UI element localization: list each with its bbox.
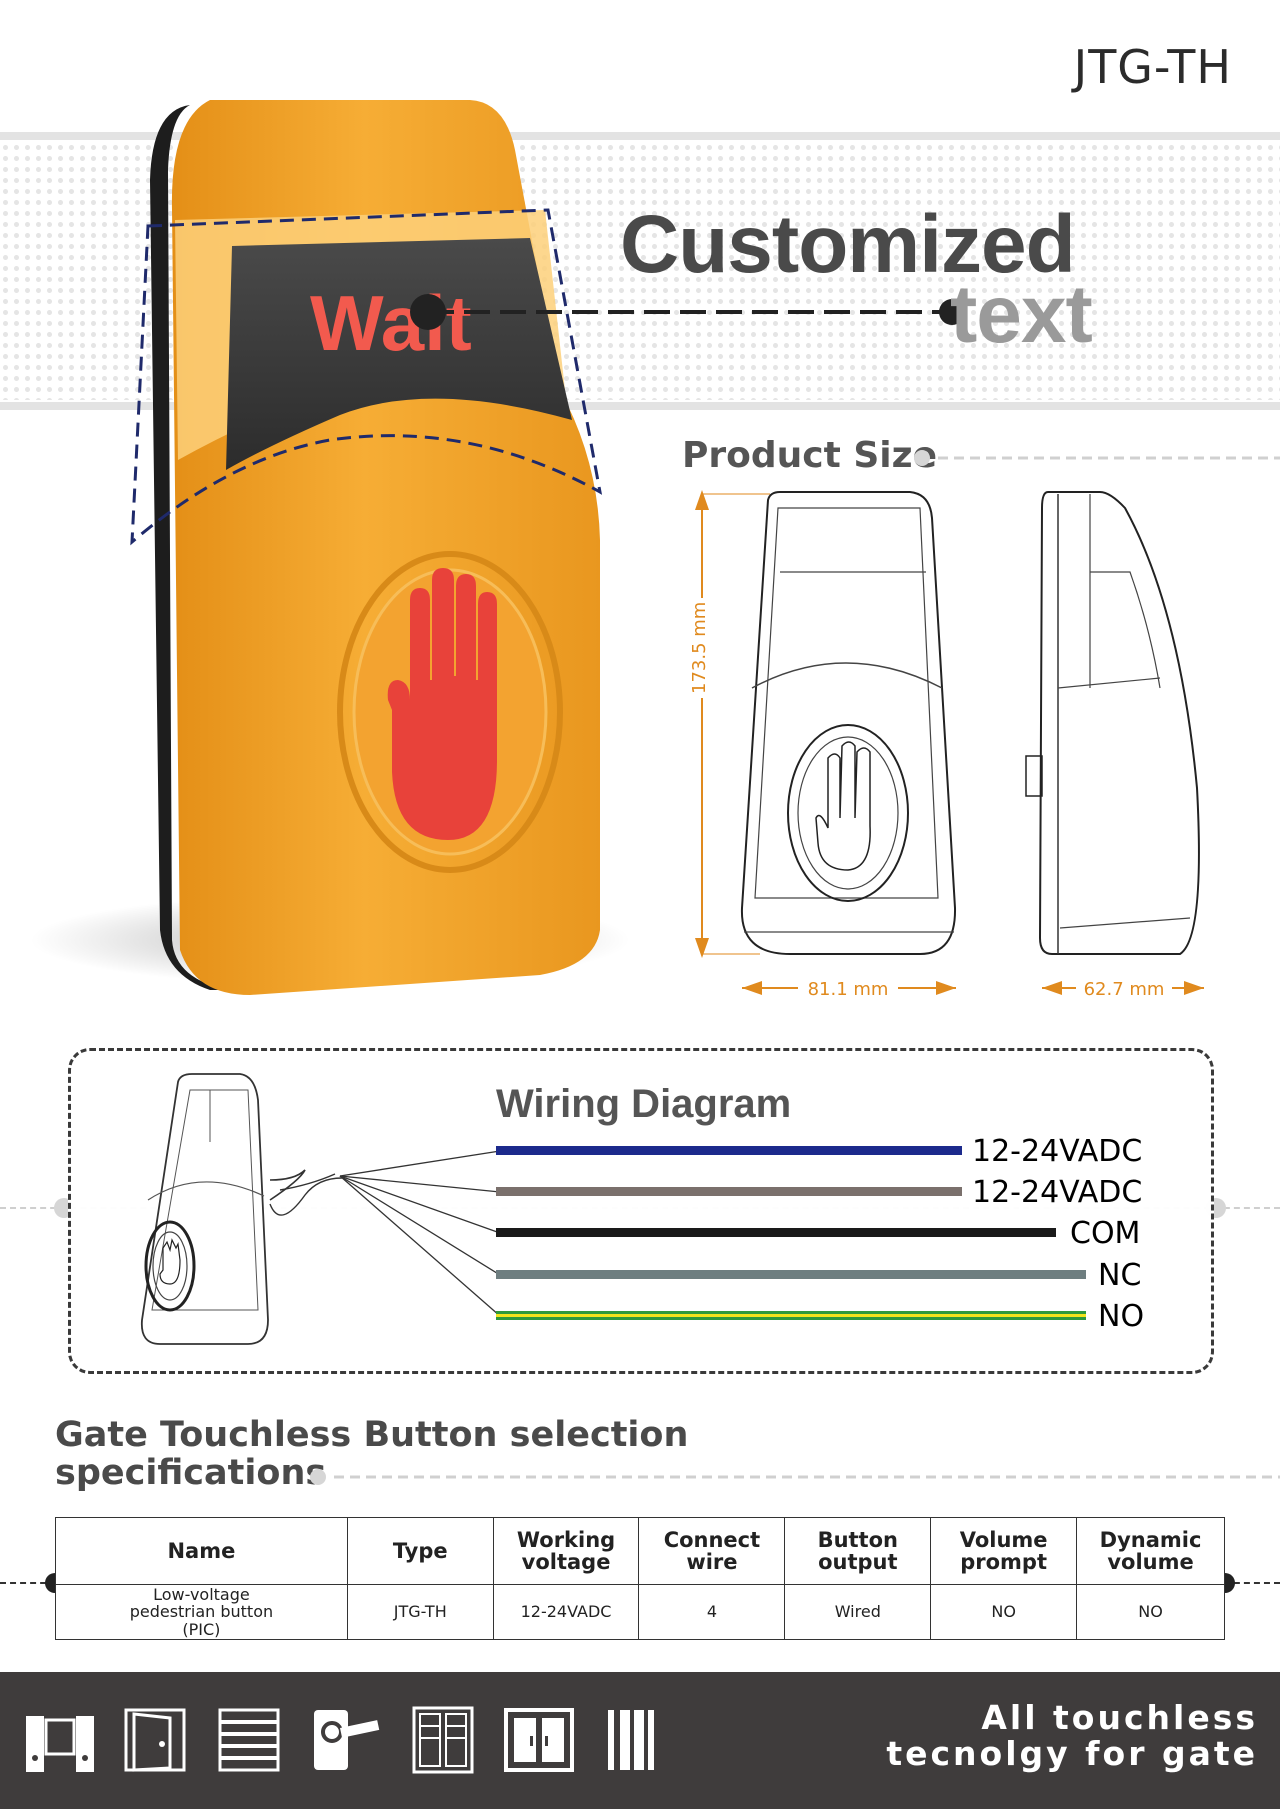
- wire-5: [496, 1311, 1086, 1320]
- header-working-voltage: Working voltage: [492, 1517, 640, 1585]
- header-name: Name: [55, 1517, 348, 1585]
- device-photo: Wait: [30, 100, 630, 995]
- cell-output: Wired: [784, 1584, 932, 1640]
- cell-volume-prompt: NO: [930, 1584, 1078, 1640]
- specs-title-line1: Gate Touchless Button selection: [55, 1415, 689, 1455]
- cell-type: JTG-TH: [346, 1584, 494, 1640]
- footer-tagline: All touchless tecnolgy for gate: [886, 1700, 1258, 1771]
- double-door-icon: [504, 1708, 574, 1772]
- cabinet-door-icon: [412, 1706, 474, 1774]
- top-divider: [0, 132, 1280, 140]
- callout-pointer: [410, 294, 965, 330]
- hand-stop-icon: [387, 568, 497, 840]
- specs-table: Name Type Working voltage Connect wire B…: [55, 1517, 1225, 1640]
- wiring-title: Wiring Diagram: [496, 1082, 792, 1126]
- wire-1: [496, 1146, 962, 1155]
- callout-title: Customized: [620, 199, 1076, 290]
- wire-5-label: NO: [1098, 1299, 1145, 1334]
- callout-subtitle: text: [950, 269, 1093, 360]
- width-label: 81.1 mm: [808, 979, 889, 1000]
- wire-3: [496, 1228, 1056, 1237]
- height-label: 173.5 mm: [689, 597, 710, 698]
- table-row: Low-voltage pedestrian button (PIC) JTG-…: [55, 1584, 1225, 1640]
- technical-drawing: 81.1 mm 62.7 mm: [695, 490, 1204, 1000]
- wire-2-label: 12-24VADC: [972, 1175, 1143, 1210]
- header-connect-wire: Connect wire: [638, 1517, 786, 1585]
- cell-wire: 4: [638, 1584, 786, 1640]
- header-volume-prompt: Volume prompt: [930, 1517, 1078, 1585]
- wire-2: [496, 1187, 962, 1196]
- wire-3-label: COM: [1070, 1216, 1141, 1251]
- card-reader-icon: [314, 1710, 380, 1770]
- specs-rule: [310, 1469, 1280, 1485]
- wait-display: Wait: [310, 279, 472, 367]
- turnstile-bars-icon: [608, 1710, 654, 1770]
- header-type: Type: [346, 1517, 494, 1585]
- wire-4: [496, 1270, 1086, 1279]
- header-button-output: Button output: [784, 1517, 932, 1585]
- swing-barrier-icon: [26, 1716, 94, 1772]
- header-dynamic-volume: Dynamic volume: [1076, 1517, 1225, 1585]
- tagline-line1: All touchless: [981, 1698, 1258, 1737]
- specs-title-line2: specifications: [55, 1453, 327, 1493]
- cell-name: Low-voltage pedestrian button (PIC): [55, 1584, 348, 1640]
- cell-voltage: 12-24VADC: [492, 1584, 640, 1640]
- wire-4-label: NC: [1098, 1258, 1142, 1293]
- depth-label: 62.7 mm: [1084, 979, 1165, 1000]
- tagline-line2: tecnolgy for gate: [886, 1733, 1258, 1773]
- wire-1-label: 12-24VADC: [972, 1134, 1143, 1169]
- shutter-gate-icon: [218, 1708, 280, 1772]
- product-size-title: Product Size: [682, 435, 937, 476]
- product-size-rule: [914, 450, 1280, 466]
- model-code: JTG-TH: [1073, 40, 1232, 94]
- mid-divider: [0, 402, 1280, 410]
- table-header-row: Name Type Working voltage Connect wire B…: [55, 1517, 1225, 1585]
- door-icon: [124, 1708, 186, 1772]
- cell-dynamic-volume: NO: [1076, 1584, 1225, 1640]
- wiring-device-sketch: [140, 1073, 501, 1345]
